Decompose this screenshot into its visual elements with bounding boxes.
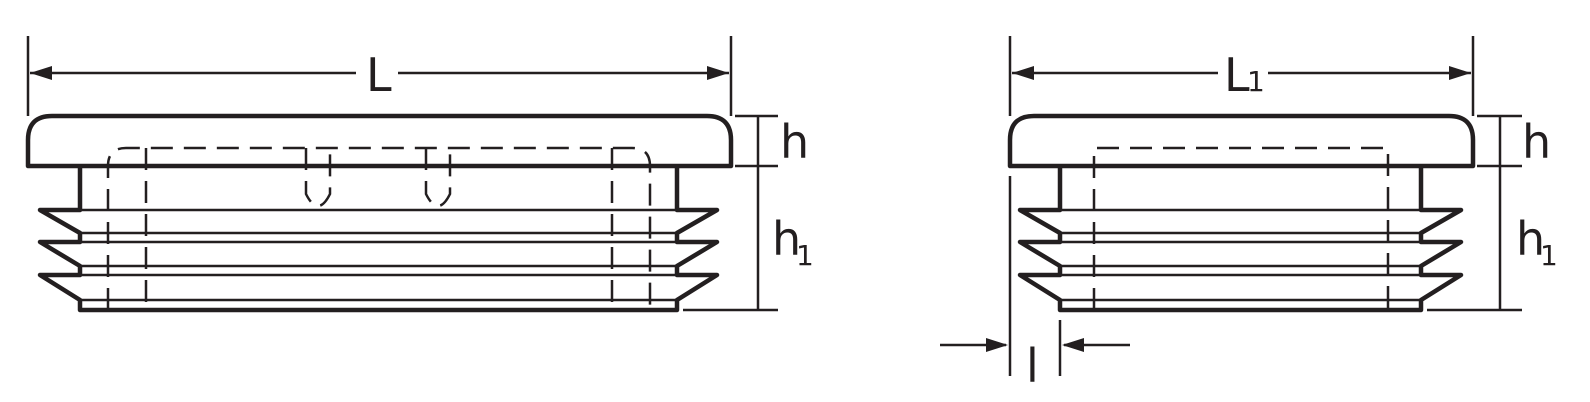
right-end-cap-view: L 1 h h 1 xyxy=(940,36,1558,393)
cap-head xyxy=(25,113,734,169)
hidden-stiffener-2 xyxy=(424,148,452,208)
length-subscript: 1 xyxy=(1247,65,1265,98)
length-label: L xyxy=(366,48,392,102)
hidden-stiffener-1 xyxy=(304,148,332,208)
body-height-subscript: 1 xyxy=(796,239,814,272)
body-height-subscript: 1 xyxy=(1540,239,1558,272)
body-height-label: h xyxy=(772,212,801,266)
right-length-dimension: L 1 xyxy=(1008,36,1475,116)
rib-lines xyxy=(1060,208,1421,302)
cap-head xyxy=(1007,113,1476,169)
hidden-inner-contour xyxy=(1092,146,1390,310)
hidden-inner-contour xyxy=(106,146,652,310)
arrowhead-right xyxy=(707,66,729,80)
arrowhead-inward-left xyxy=(986,338,1008,352)
length-label: L xyxy=(1224,48,1250,102)
wall-thickness-label: l xyxy=(1026,339,1039,393)
wall-thickness-dimension: l xyxy=(940,176,1130,393)
head-height-label: h xyxy=(780,115,809,169)
left-length-dimension: L xyxy=(26,36,733,116)
arrowhead-left xyxy=(1012,66,1034,80)
arrowhead-inward-right xyxy=(1062,338,1084,352)
arrowhead-left xyxy=(30,66,52,80)
left-end-cap-view: L h h 1 xyxy=(25,36,814,313)
right-height-dimensions: h h 1 xyxy=(1427,114,1558,312)
ribbed-body xyxy=(37,166,720,313)
arrowhead-right xyxy=(1449,66,1471,80)
rib-lines xyxy=(80,208,677,302)
body-height-label: h xyxy=(1516,212,1545,266)
head-height-label: h xyxy=(1522,115,1551,169)
ribbed-body xyxy=(1017,166,1464,313)
left-height-dimensions: h h 1 xyxy=(683,114,814,312)
